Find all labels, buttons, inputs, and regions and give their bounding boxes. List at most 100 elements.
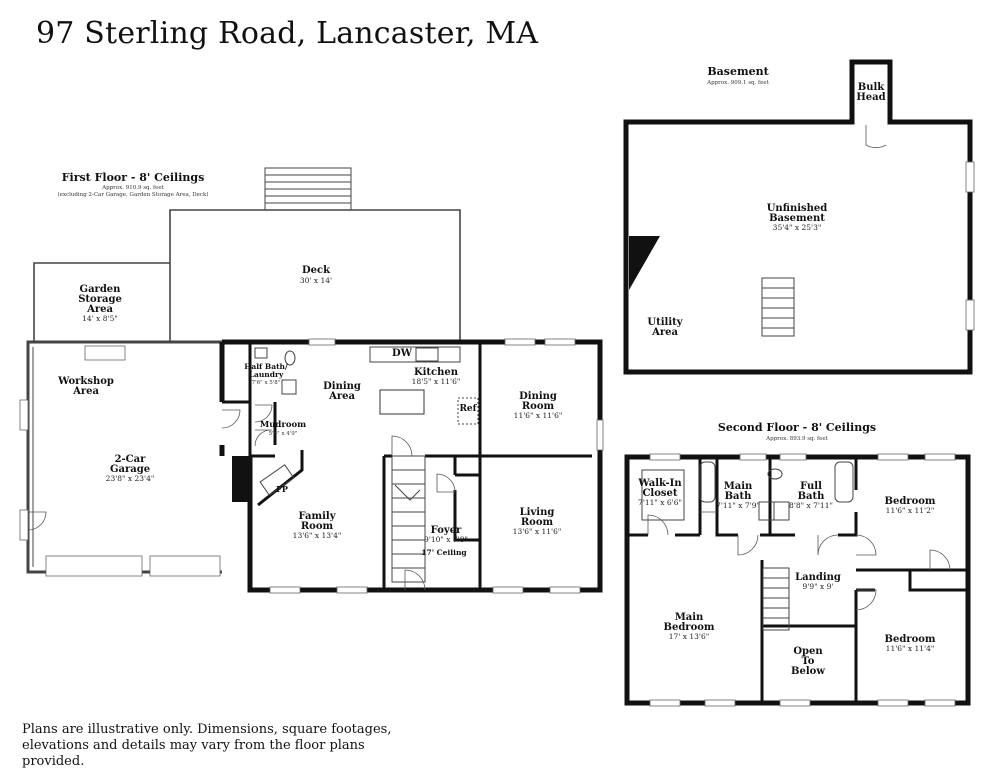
deck-outline (169, 209, 461, 342)
basement-chimney (629, 236, 660, 290)
utility-label-1: Utility (647, 317, 683, 328)
workshop-label-1: Workshop (57, 376, 114, 387)
dining-room-label-2: Room (522, 401, 555, 412)
kitchen-label: Kitchen (414, 367, 459, 378)
second-floor-heading: Second Floor - 8' Ceilings (718, 421, 876, 434)
kitchen-sink (415, 347, 439, 362)
first-floor-area: Approx. 910.9 sq. feet (101, 185, 164, 191)
kitchen-counter (369, 346, 461, 363)
family-room-label-2: Room (301, 521, 334, 532)
fullbath-dims: 8'8" x 7'11" (789, 501, 833, 510)
bedroom1-label: Bedroom (885, 496, 936, 507)
halfbath-label-1: Half Bath/ (244, 362, 288, 371)
walkin-label-1: Walk-In (637, 478, 682, 489)
second-floor-stairs (762, 567, 790, 631)
fireplace-block (232, 456, 250, 502)
family-room-label-1: Family (298, 511, 336, 522)
garage-dims: 23'8" x 23'4" (106, 474, 155, 483)
refrigerator (457, 397, 479, 425)
unfinished-dims: 35'4" x 25'3" (773, 223, 822, 232)
basement: Basement Approx. 909.1 sq. feet Bulk Hea… (623, 59, 975, 375)
kitchen-island (379, 389, 425, 415)
bulkhead-label-1: Bulk (858, 82, 886, 93)
halfbath-dims: 7'6" x 5'8" (252, 380, 281, 386)
deck-stairs (264, 167, 352, 211)
basement-exterior-wall (623, 59, 973, 375)
deck-label: Deck (302, 265, 331, 276)
walkin-label-2: Closet (642, 488, 677, 499)
deck-dims: 30' x 14' (300, 276, 332, 285)
mainbath-label-1: Main (724, 481, 753, 492)
unfinished-label-2: Basement (769, 213, 825, 224)
half-bath-sink (254, 347, 268, 359)
mainbed-dims: 17' x 13'6" (669, 632, 709, 641)
half-bath-toilet (284, 350, 296, 366)
first-floor-windows (269, 338, 604, 594)
bedroom1-dims: 11'6" x 11'2" (886, 506, 935, 515)
garage-label-1: 2-Car (115, 454, 147, 465)
mudroom-label: Mudroom (260, 420, 306, 430)
second-floor-doors (647, 511, 951, 611)
dishwasher-label: DW (392, 348, 413, 359)
bedroom2-label: Bedroom (885, 634, 936, 645)
refrigerator-label: Ref (459, 404, 477, 414)
landing-dims: 9'9" x 9' (803, 582, 834, 591)
basement-area: Approx. 909.1 sq. feet (706, 80, 769, 86)
fullbath-label-2: Bath (798, 491, 826, 502)
first-floor-doors (221, 404, 456, 591)
page-title: 97 Sterling Road, Lancaster, MA (36, 16, 539, 51)
open-label-1: Open (793, 646, 823, 657)
fullbath-label-1: Full (800, 481, 822, 492)
bulkhead-label-2: Head (856, 92, 885, 103)
utility-label-2: Area (651, 327, 678, 338)
kitchen-dims: 18'5" x 11'6" (412, 377, 461, 386)
unfinished-label-1: Unfinished (767, 203, 828, 214)
open-label-3: Below (791, 666, 825, 677)
family-room-dims: 13'6" x 13'4" (293, 531, 342, 540)
laundry-machine (281, 379, 297, 395)
mainbed-label-2: Bedroom (664, 622, 715, 633)
first-floor-heading: First Floor - 8' Ceilings (62, 171, 205, 184)
second-floor-fixtures (641, 461, 854, 521)
fireplace-hearth (259, 464, 295, 496)
halfbath-label-2: Laundry (249, 370, 284, 379)
mainbed-label-1: Main (675, 612, 704, 623)
dining-room-dims: 11'6" x 11'6" (514, 411, 563, 420)
disclaimer-text: Plans are illustrative only. Dimensions,… (22, 722, 392, 769)
garage-walls (19, 340, 222, 577)
open-label-2: To (802, 656, 815, 667)
first-floor-interior-walls (222, 342, 592, 590)
bedroom2-dims: 11'6" x 11'4" (886, 644, 935, 653)
garden-outline (33, 262, 170, 342)
living-room-dims: 13'6" x 11'6" (513, 527, 562, 536)
mainbath-label-2: Bath (725, 491, 753, 502)
first-floor-stairs (391, 455, 426, 583)
dining-area-label-1: Dining (323, 381, 361, 392)
second-floor-area: Approx. 893.9 sq. feet (765, 436, 828, 442)
foyer-dims: 9'10" x 7'8" (424, 535, 468, 544)
dining-area-label-2: Area (328, 391, 355, 402)
fireplace-label: FP (276, 484, 288, 494)
second-floor: Second Floor - 8' Ceilings Approx. 893.9… (624, 421, 971, 707)
walkin-dims: 7'11" x 6'6" (638, 498, 682, 507)
mainbath-dims: 7'11" x 7'9" (716, 501, 760, 510)
garden-label-2: Storage (78, 294, 122, 305)
basement-heading: Basement (707, 65, 769, 78)
living-room-label-1: Living (520, 507, 555, 518)
workshop-label-2: Area (72, 386, 99, 397)
first-floor-exterior-wall (219, 339, 603, 593)
first-floor: First Floor - 8' Ceilings Approx. 910.9 … (19, 167, 604, 594)
garden-dims: 14' x 8'5" (82, 314, 118, 323)
first-floor-note: (excluding 2-Car Garage, Garden Storage … (58, 191, 209, 198)
foyer-label: Foyer (431, 525, 462, 536)
garden-label-1: Garden (80, 284, 122, 295)
living-room-label-2: Room (521, 517, 554, 528)
basement-stairs (761, 277, 795, 337)
second-floor-windows (649, 453, 956, 707)
foyer-note: 17' Ceiling (421, 548, 467, 557)
garage-label-2: Garage (110, 464, 150, 475)
landing-label: Landing (795, 572, 841, 583)
garden-label-3: Area (86, 304, 113, 315)
dining-room-label-1: Dining (519, 391, 557, 402)
